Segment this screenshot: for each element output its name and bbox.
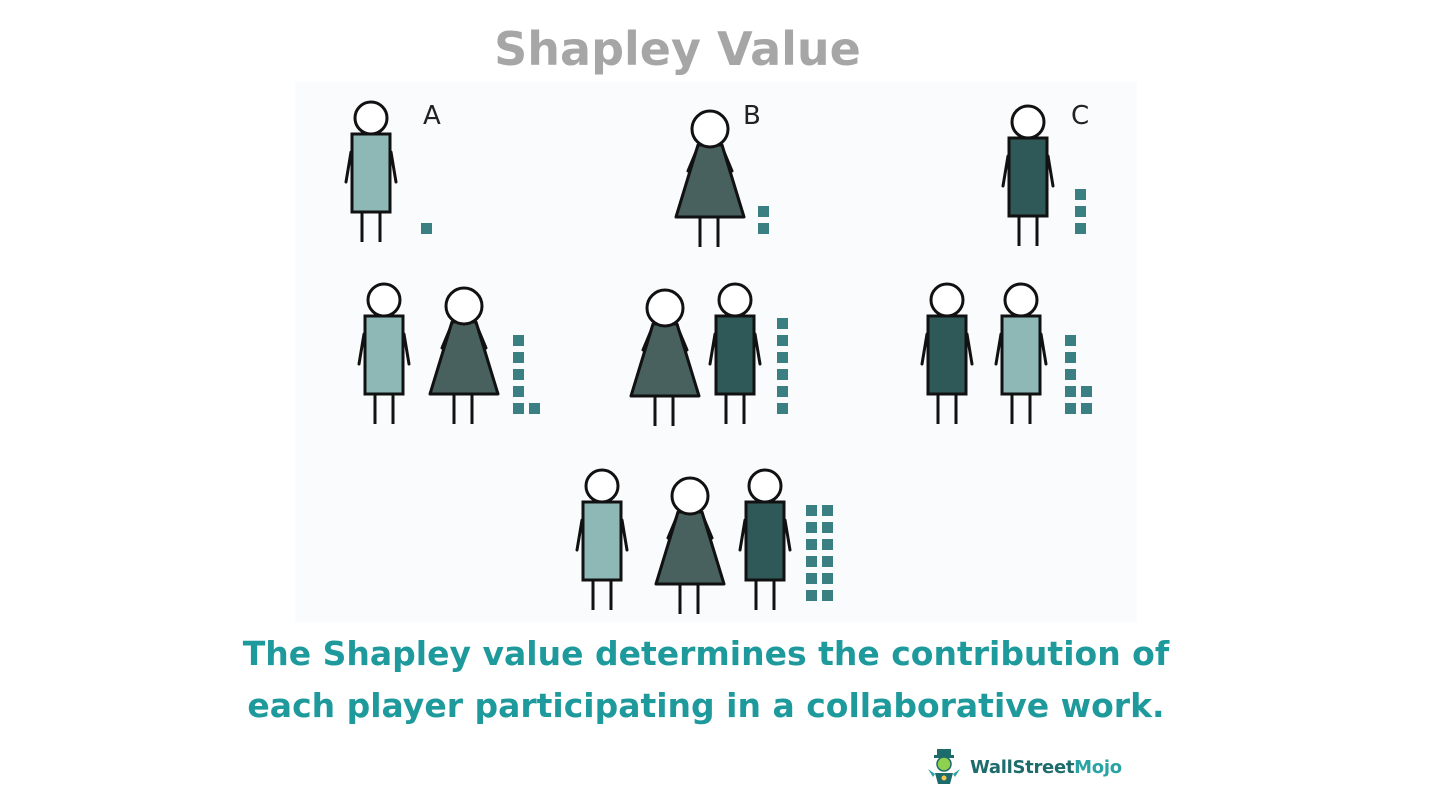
- coalition-b-value-block-1: [758, 223, 769, 234]
- coalition-bc-player-b: [629, 288, 701, 426]
- coalition-b-player-b: [674, 109, 746, 247]
- coalition-ab-value-block-3: [513, 369, 524, 380]
- coalition-ab-value-block-2: [513, 386, 524, 397]
- caption-line-2: each player participating in a collabora…: [247, 686, 1165, 725]
- brand-logo: WallStreetMojo: [924, 747, 1122, 787]
- coalition-abc-value-block-10: [822, 539, 833, 550]
- coalition-abc-value-block-12: [822, 505, 833, 516]
- brand-name-part-2: Mojo: [1074, 756, 1122, 778]
- coalition-ab-value-block-1: [513, 403, 524, 414]
- caption: The Shapley value determines the contrib…: [0, 628, 1412, 732]
- player-label-c: C: [1071, 101, 1089, 131]
- player-label-b: B: [743, 101, 761, 131]
- coalition-bc-value-block-6: [777, 318, 788, 329]
- coalition-c-value-block-1: [1075, 223, 1086, 234]
- coalition-ab-value-block-5: [513, 335, 524, 346]
- coalition-c-player-c: [1001, 104, 1055, 246]
- coalition-abc-value-block-8: [822, 573, 833, 584]
- coalition-ab-value-block-6: [529, 403, 540, 414]
- coalition-ca-value-block-3: [1065, 369, 1076, 380]
- coalition-abc-value-block-1: [806, 590, 817, 601]
- coalition-abc-value-block-11: [822, 522, 833, 533]
- coalition-ca-value-block-2: [1065, 386, 1076, 397]
- mascot-icon: [928, 749, 960, 784]
- coalition-bc-value-block-4: [777, 352, 788, 363]
- shapley-diagram: A B C: [344, 100, 1092, 614]
- coalition-ab-player-a: [357, 282, 411, 424]
- coalition-ca-value-block-1: [1065, 403, 1076, 414]
- coalition-abc-player-a: [575, 468, 629, 610]
- brand-name: WallStreetMojo: [970, 757, 1122, 778]
- coalition-ca-value-block-7: [1081, 386, 1092, 397]
- page-title: Shapley Value: [494, 22, 861, 76]
- coalition-ca-value-block-5: [1065, 335, 1076, 346]
- coalition-abc-value-block-2: [806, 573, 817, 584]
- coalition-ca-value-block-4: [1065, 352, 1076, 363]
- coalition-c-value-block-2: [1075, 206, 1086, 217]
- coalition-abc-player-b: [654, 476, 726, 614]
- coalition-a-value-block-1: [421, 223, 432, 234]
- coalition-bc-value-block-1: [777, 403, 788, 414]
- coalition-c-value-block-3: [1075, 189, 1086, 200]
- caption-line-1: The Shapley value determines the contrib…: [242, 634, 1170, 673]
- player-label-a: A: [423, 101, 441, 131]
- brand-name-part-1: WallStreet: [970, 756, 1075, 778]
- shapley-diagram-panel: A B C: [295, 82, 1137, 622]
- coalition-abc-value-block-3: [806, 556, 817, 567]
- coalition-ca-value-block-6: [1081, 403, 1092, 414]
- coalition-b-value-block-2: [758, 206, 769, 217]
- coalition-abc-value-block-6: [806, 505, 817, 516]
- coalition-ab-value-block-4: [513, 352, 524, 363]
- coalition-abc-value-block-5: [806, 522, 817, 533]
- coalition-bc-value-block-5: [777, 335, 788, 346]
- coalition-bc-value-block-2: [777, 386, 788, 397]
- coalition-abc-value-block-7: [822, 590, 833, 601]
- coalition-bc-value-block-3: [777, 369, 788, 380]
- coalition-a-player-a: [344, 100, 398, 242]
- coalition-abc-value-block-9: [822, 556, 833, 567]
- coalition-ca-player-c: [920, 282, 974, 424]
- coalition-bc-player-c: [708, 282, 762, 424]
- coalition-ca-player-a: [994, 282, 1048, 424]
- coalition-abc-value-block-4: [806, 539, 817, 550]
- coalition-ab-player-b: [428, 286, 500, 424]
- coalition-abc-player-c: [738, 468, 792, 610]
